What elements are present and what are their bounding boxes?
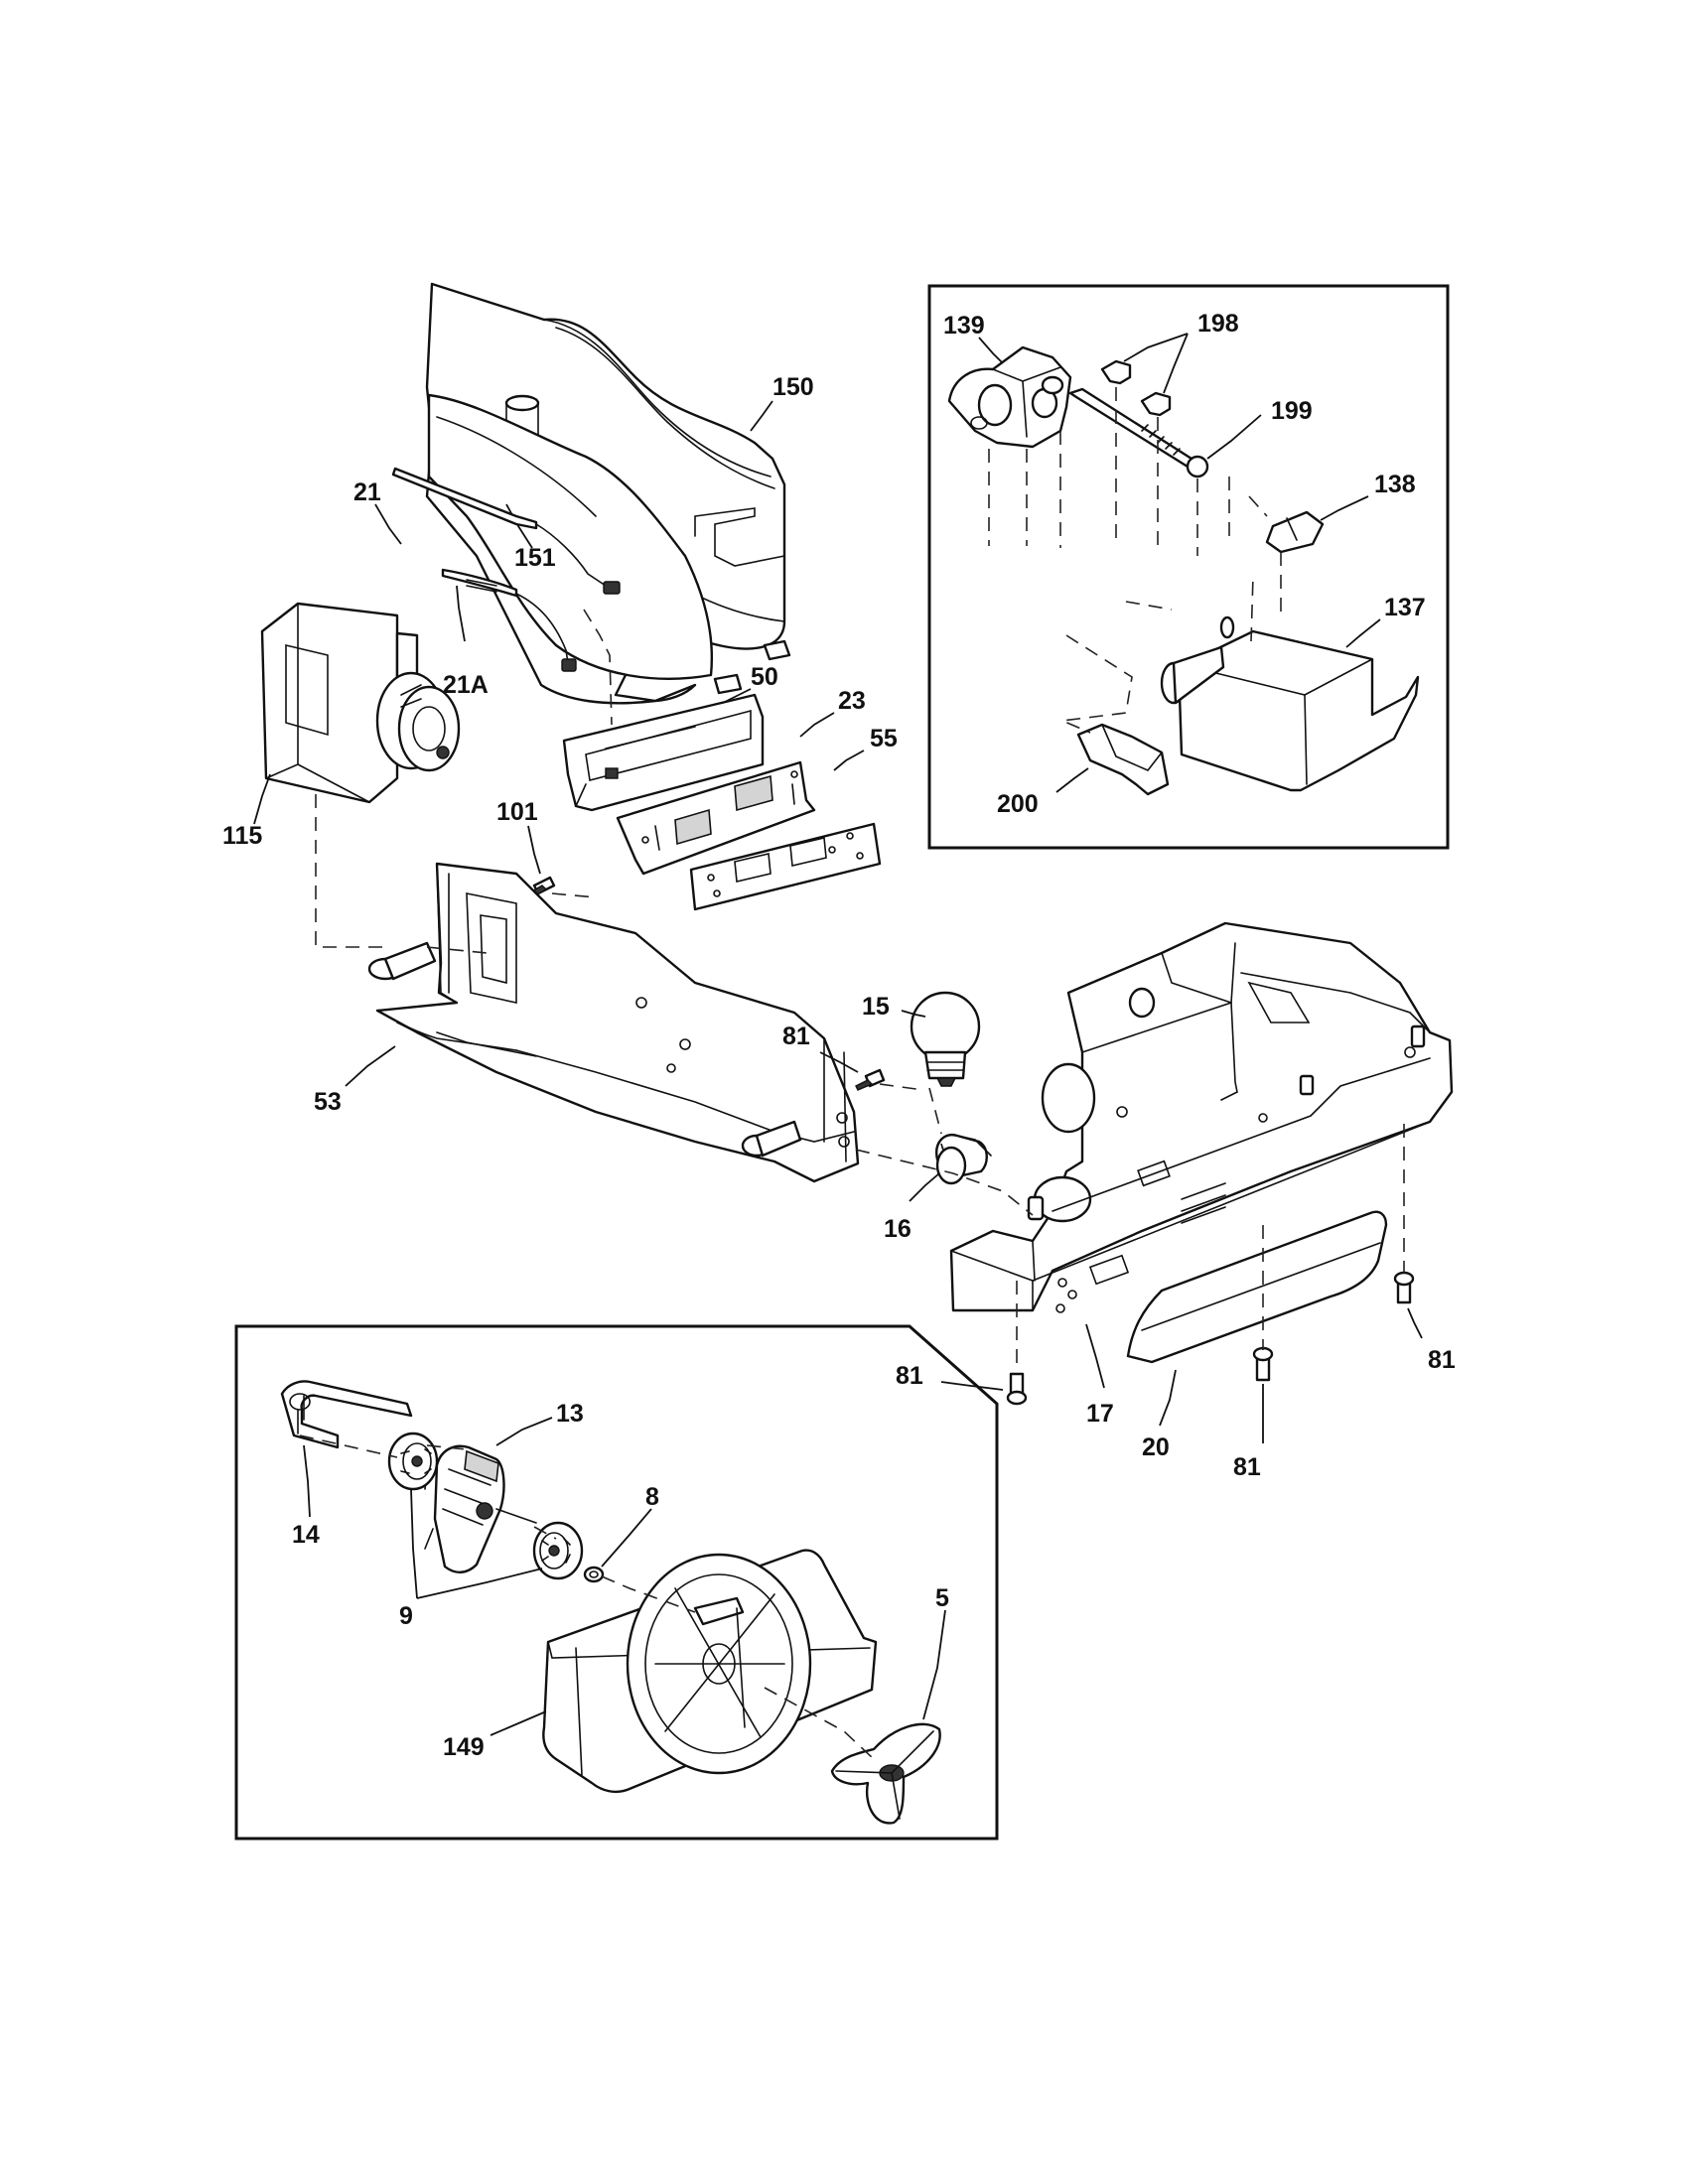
part-139-solenoid: [947, 345, 1072, 449]
part-15-light-bulb: [910, 991, 981, 1087]
callout-81-lower-left: 81: [896, 1362, 1004, 1391]
callout-13: 13: [495, 1400, 584, 1446]
callout-5: 5: [922, 1584, 949, 1720]
svg-text:198: 198: [1197, 310, 1239, 338]
callout-23: 23: [799, 687, 866, 738]
part-17-dispenser-housing: [949, 921, 1454, 1313]
part-13-fan-motor: [424, 1444, 537, 1573]
callout-199: 199: [1206, 397, 1313, 460]
callout-150: 150: [750, 373, 814, 432]
svg-text:15: 15: [862, 993, 890, 1021]
svg-text:137: 137: [1384, 594, 1426, 621]
svg-text:115: 115: [222, 822, 262, 850]
callout-101: 101: [496, 798, 541, 875]
part-53-housing: [367, 862, 860, 1183]
callout-8: 8: [601, 1483, 659, 1568]
svg-text:23: 23: [838, 687, 866, 715]
svg-text:200: 200: [997, 790, 1039, 818]
svg-text:8: 8: [645, 1483, 659, 1511]
part-21a-heater-wire: [441, 568, 577, 672]
callout-151: 151: [505, 503, 556, 572]
svg-text:5: 5: [935, 1584, 949, 1612]
part-81-screw-upper: [855, 1068, 886, 1091]
callout-149: 149: [443, 1710, 547, 1761]
part-50-bezel: [562, 693, 765, 812]
part-55-membrane-panel: [689, 822, 882, 911]
callout-115: 115: [222, 773, 271, 850]
svg-text:17: 17: [1086, 1400, 1114, 1428]
callout-138: 138: [1320, 471, 1416, 521]
svg-text:138: 138: [1374, 471, 1416, 498]
callout-55: 55: [833, 725, 898, 771]
inset-ice-chute-door: 139 198 199 138: [927, 284, 1450, 850]
part-138-bracket: [1265, 510, 1325, 554]
callout-137: 137: [1345, 594, 1426, 648]
svg-text:14: 14: [292, 1521, 320, 1549]
part-149-fan-shroud: [542, 1549, 878, 1794]
part-16-lamp-socket: [935, 1133, 992, 1185]
part-200-lever: [1076, 723, 1170, 796]
svg-text:81: 81: [896, 1362, 923, 1390]
inset-fan-assembly: 14 13 9: [234, 1324, 999, 1841]
part-9-grommets: [387, 1432, 584, 1580]
callout-139: 139: [943, 312, 1004, 364]
svg-text:16: 16: [884, 1215, 912, 1243]
callout-81-lower-right: 81: [1407, 1307, 1456, 1374]
part-5-fan-blade: [830, 1722, 941, 1825]
part-81-screw-lower-left: [1006, 1372, 1028, 1406]
callout-9: 9: [399, 1488, 543, 1630]
part-23-control-board: [616, 760, 816, 876]
callout-20: 20: [1142, 1369, 1177, 1461]
part-81-screw-lower-right: [1393, 1271, 1415, 1304]
part-137-door: [1160, 615, 1420, 792]
svg-text:13: 13: [556, 1400, 584, 1428]
callout-16: 16: [884, 1172, 940, 1243]
part-115-actuator-housing: [260, 602, 461, 804]
part-198-clips: [1100, 359, 1172, 417]
callout-17: 17: [1085, 1323, 1114, 1428]
callout-198: 198: [1123, 310, 1239, 394]
part-81-screw-lower-middle: [1252, 1346, 1274, 1382]
svg-text:101: 101: [496, 798, 538, 826]
callout-21a: 21A: [443, 585, 489, 699]
svg-text:81: 81: [782, 1023, 810, 1050]
svg-text:21A: 21A: [443, 671, 489, 699]
callout-15: 15: [862, 993, 926, 1021]
svg-text:199: 199: [1271, 397, 1313, 425]
svg-text:149: 149: [443, 1733, 485, 1761]
part-199-rod-spring: [1068, 387, 1209, 478]
part-20-dispenser-trim: [1126, 1210, 1388, 1364]
svg-text:139: 139: [943, 312, 985, 340]
callout-21: 21: [353, 478, 402, 545]
callout-14: 14: [292, 1444, 320, 1549]
callout-200: 200: [997, 767, 1089, 818]
callout-81-lower-middle: 81: [1233, 1384, 1264, 1481]
svg-text:53: 53: [314, 1088, 342, 1116]
alignment-lines: [299, 387, 1405, 1760]
svg-text:81: 81: [1233, 1453, 1261, 1481]
svg-text:50: 50: [751, 663, 778, 691]
svg-text:9: 9: [399, 1602, 413, 1630]
part-151-chute-liner: [427, 393, 714, 680]
callout-50: 50: [722, 663, 778, 704]
part-14-bracket: [280, 1380, 413, 1449]
svg-text:55: 55: [870, 725, 898, 752]
svg-text:150: 150: [772, 373, 814, 401]
callout-81-upper: 81: [782, 1023, 859, 1073]
part-8-washer: [583, 1566, 605, 1583]
svg-text:151: 151: [514, 544, 556, 572]
svg-text:21: 21: [353, 478, 381, 506]
svg-text:20: 20: [1142, 1433, 1170, 1461]
callout-53: 53: [314, 1045, 396, 1116]
part-21-heater-wire: [391, 467, 621, 595]
svg-text:81: 81: [1428, 1346, 1456, 1374]
